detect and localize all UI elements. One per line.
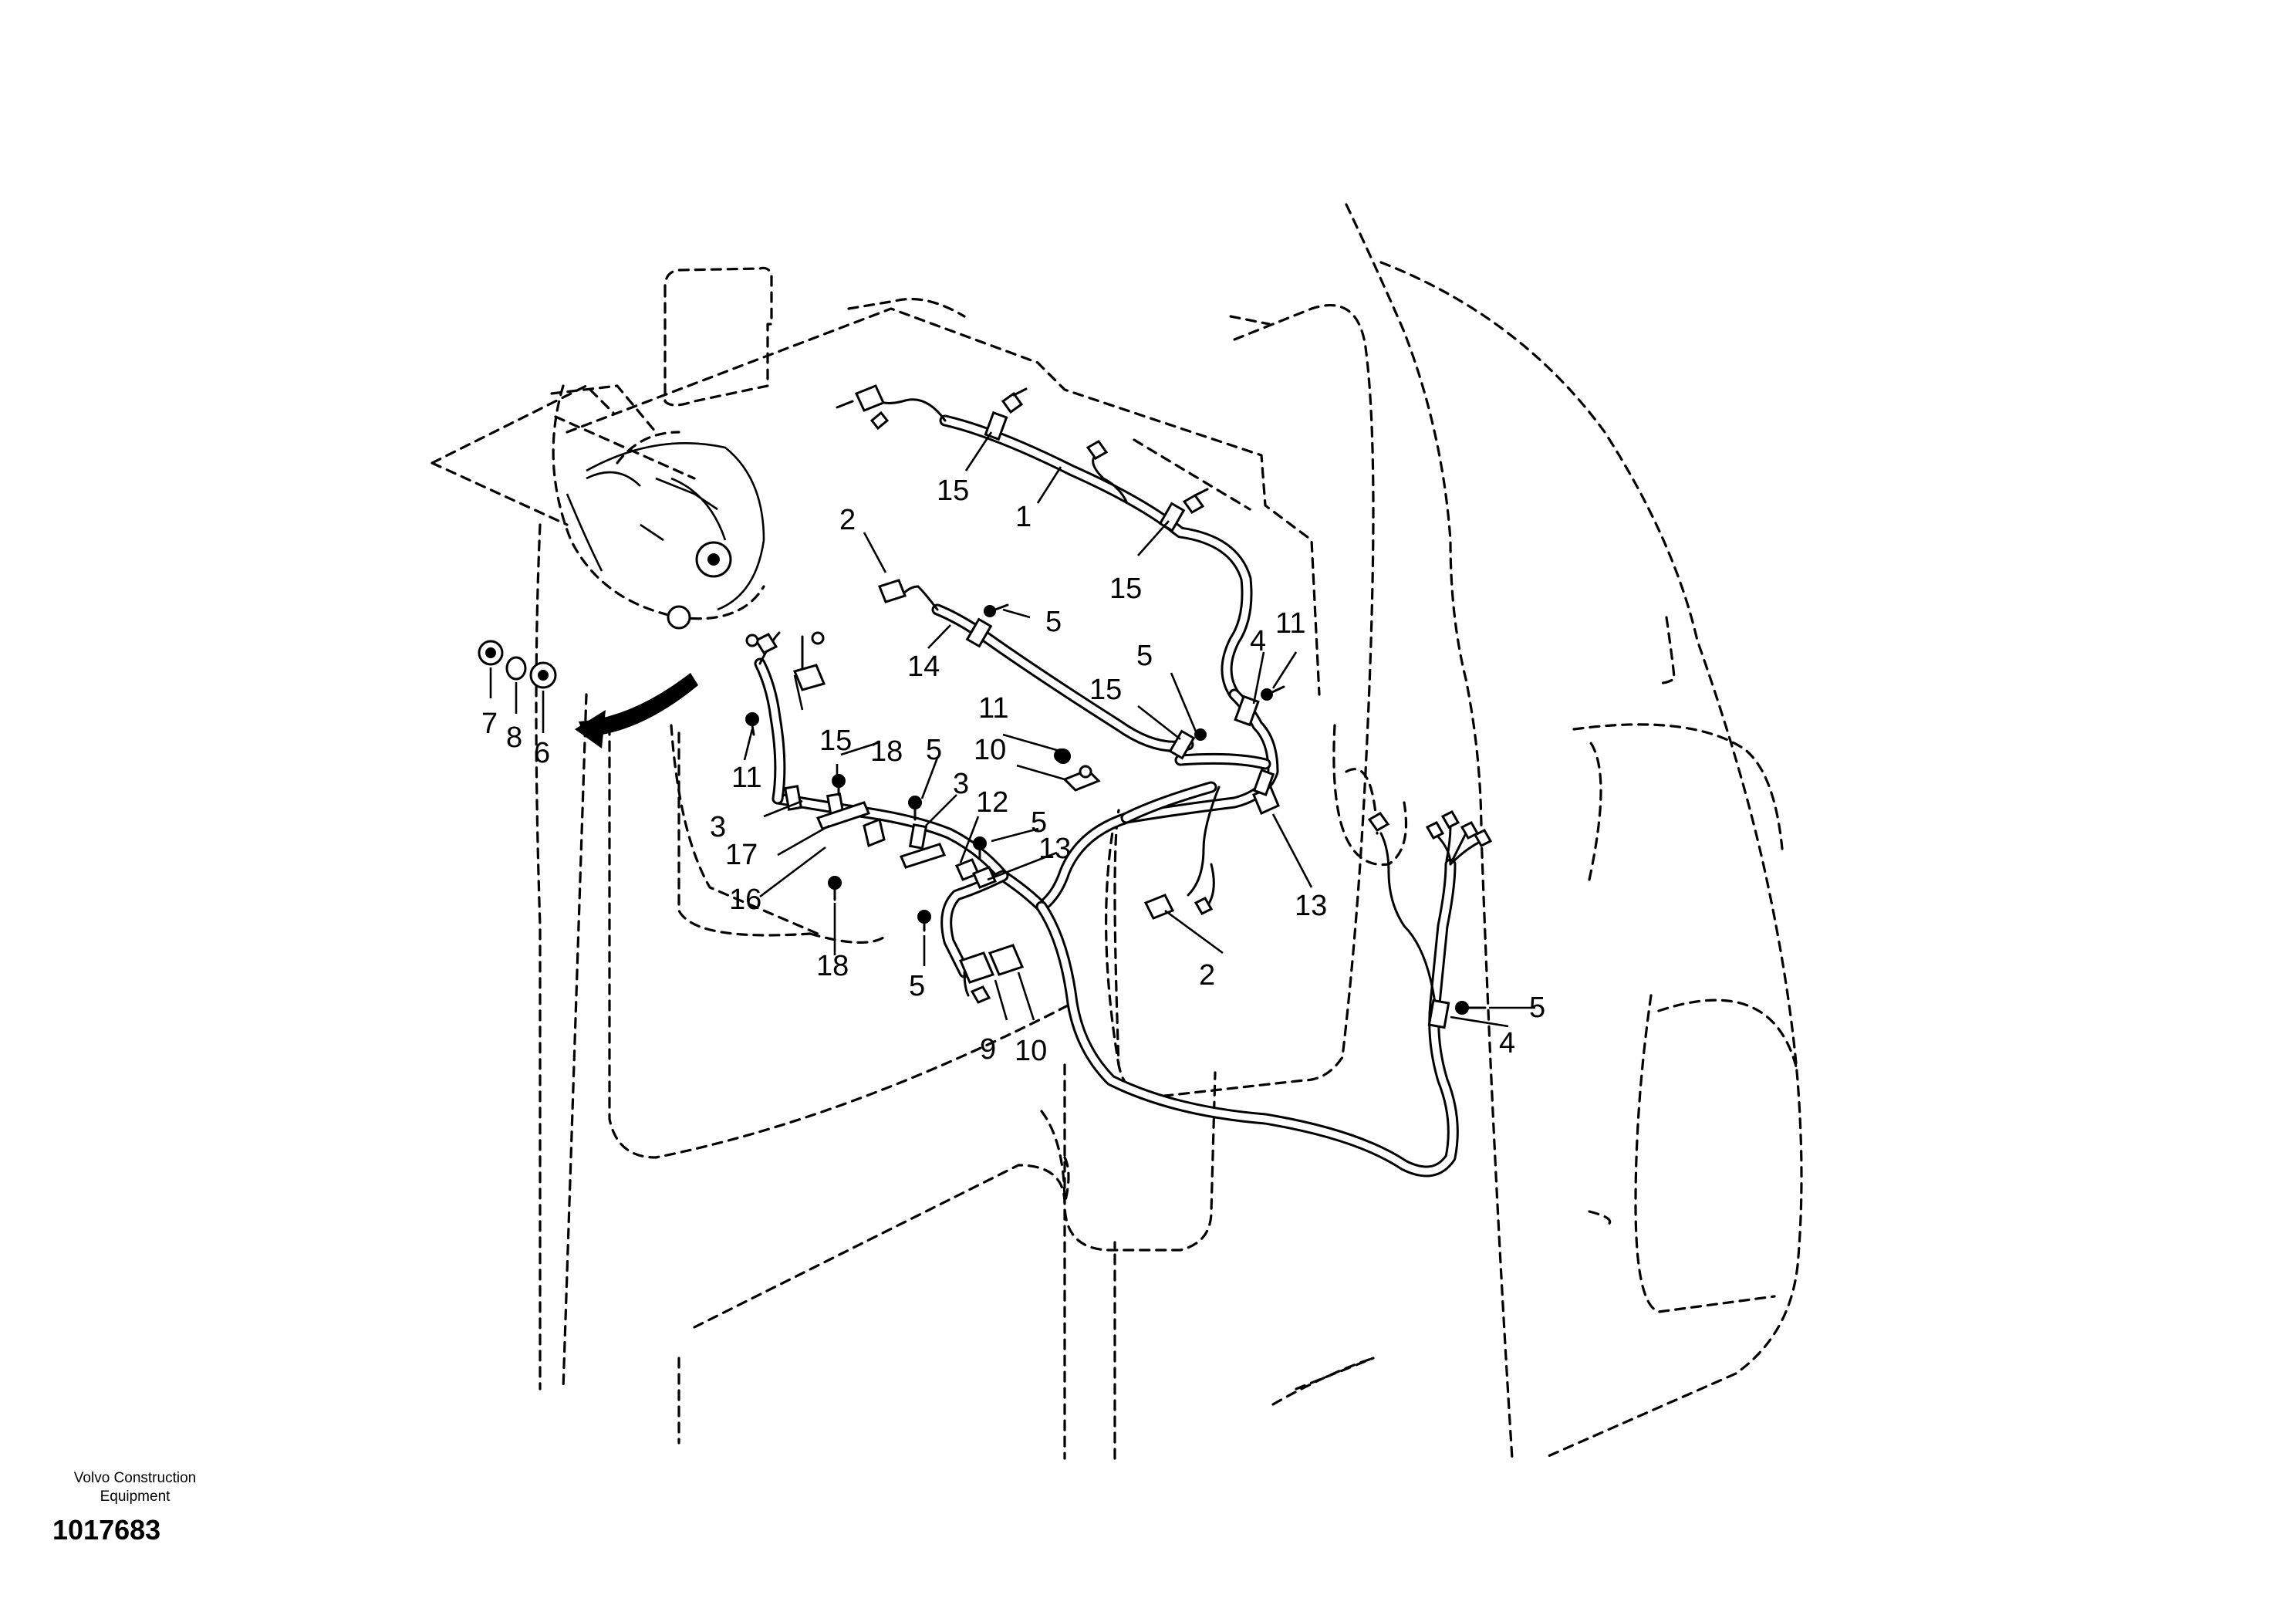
callout-4: 4 [1250,625,1266,657]
callout-6: 6 [534,737,550,769]
callout-5: 5 [926,734,942,766]
callout-7: 7 [481,708,498,740]
brand-line-2: Equipment [100,1489,171,1505]
alternator [552,384,765,630]
callout-labels: 1 2 2 3 3 4 4 5 5 5 5 5 5 6 7 8 9 10 10 … [481,475,1545,1067]
callout-15: 15 [1109,573,1142,605]
callout-18: 18 [816,950,849,982]
callout-2: 2 [1199,959,1215,992]
callout-14: 14 [907,650,940,683]
callout-15: 15 [937,475,969,507]
callout-5: 5 [1529,992,1545,1024]
harness-wires-and-connectors [745,384,1493,1005]
callout-leaders [743,431,1535,1028]
callout-2: 2 [839,504,856,536]
brand-line-1: Volvo Construction [73,1470,197,1486]
callout-18: 18 [870,735,903,768]
callout-8: 8 [506,721,522,754]
callout-3: 3 [953,768,969,800]
callout-4: 4 [1499,1027,1515,1059]
callout-12: 12 [976,786,1008,819]
callout-5: 5 [909,970,925,1002]
callout-5: 5 [1136,640,1153,672]
callout-13: 13 [1295,890,1327,922]
callout-10: 10 [974,734,1006,766]
callout-17: 17 [725,839,758,871]
callout-5: 5 [1045,606,1062,638]
callout-11: 11 [978,692,1008,725]
clamps-and-bolts [745,411,1487,1029]
machine-outline-dashed [430,203,1803,1460]
callout-13: 13 [1038,833,1071,865]
callout-15: 15 [1089,674,1122,706]
callout-11: 11 [1275,607,1305,640]
drawing-number: 1017683 [52,1514,161,1546]
callout-3: 3 [710,811,726,843]
brand-caption: Volvo Construction Equipment [46,1469,224,1506]
callout-10: 10 [1015,1035,1047,1067]
callout-5: 5 [1031,806,1047,839]
callout-11: 11 [731,762,761,794]
callout-16: 16 [729,884,761,916]
callout-15: 15 [819,725,852,757]
nut-washer-detail [478,640,557,733]
callout-9: 9 [980,1033,996,1066]
callout-1: 1 [1015,501,1032,533]
detail-arrow [575,673,698,748]
